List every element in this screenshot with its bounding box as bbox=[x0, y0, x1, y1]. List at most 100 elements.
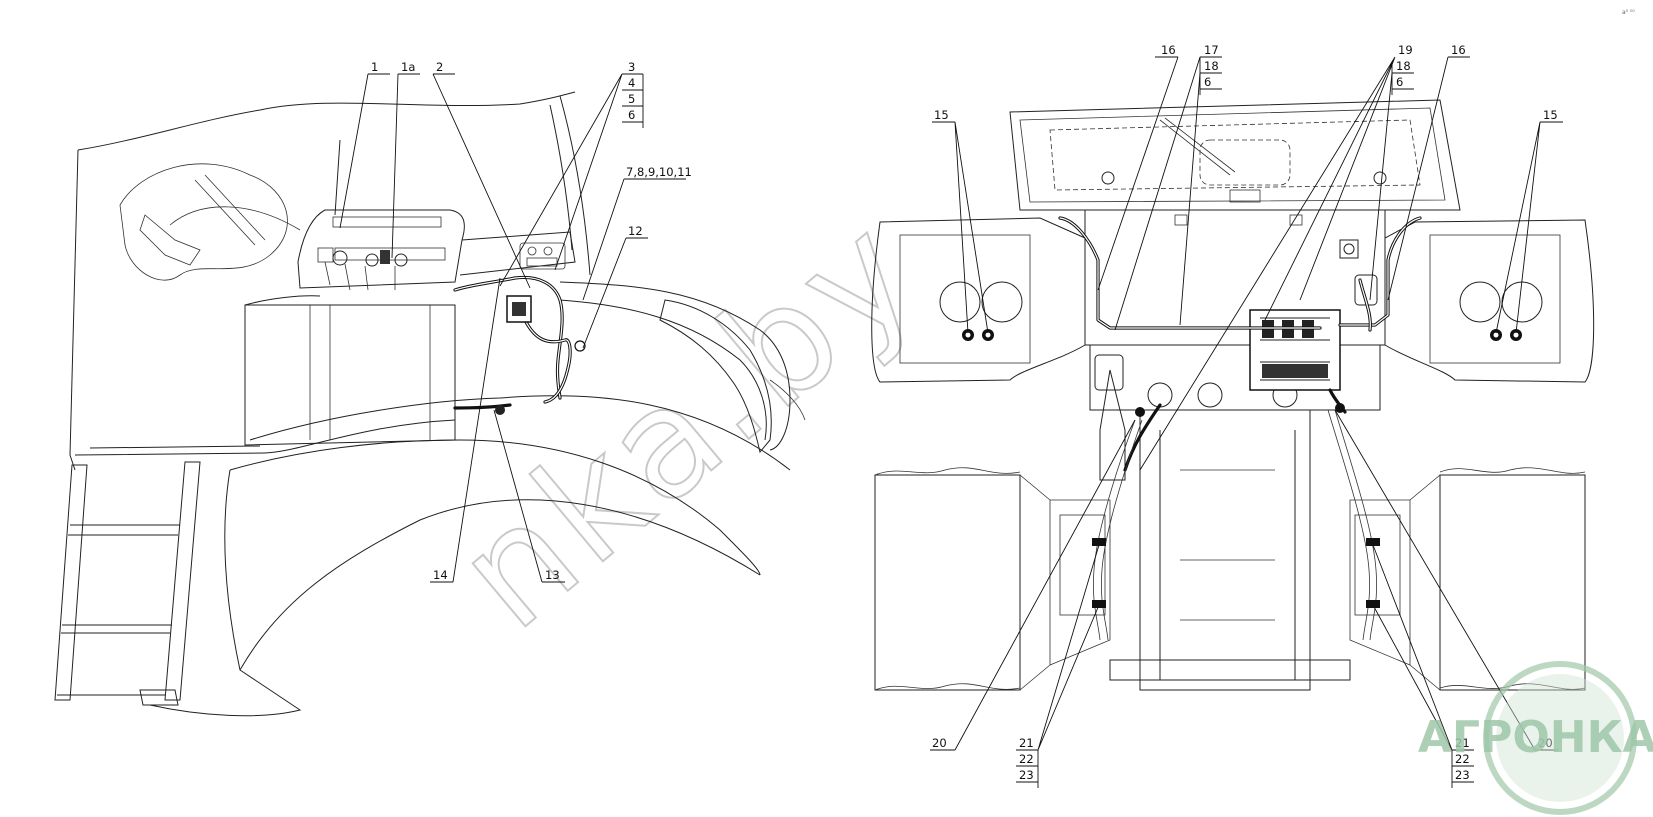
box-top-edge bbox=[244, 295, 321, 306]
rear-hitch-plate bbox=[1229, 189, 1261, 203]
control-console bbox=[297, 209, 465, 289]
console-gauge-1 bbox=[332, 250, 348, 266]
leader-17 bbox=[1114, 56, 1201, 331]
watermark-text: nka.by bbox=[426, 183, 951, 663]
fitting-right bbox=[1335, 403, 1345, 413]
steering-column bbox=[139, 214, 201, 266]
leader-stack-17-18-6 bbox=[1199, 56, 1222, 95]
cab-rear-pillar bbox=[69, 149, 79, 471]
callout-22-left: 22 bbox=[1019, 752, 1034, 766]
callout-18-right: 18 bbox=[1396, 59, 1411, 73]
clamp-left-2 bbox=[1092, 600, 1106, 608]
hose-clamp bbox=[495, 405, 505, 415]
bracket-fitting bbox=[574, 340, 586, 352]
console-gauge-3 bbox=[394, 253, 408, 267]
console-levers bbox=[324, 261, 396, 291]
lift-cylinder-left bbox=[1099, 369, 1126, 481]
valve-core bbox=[512, 302, 526, 316]
right-view-rear bbox=[871, 99, 1595, 691]
callout-16-left: 16 bbox=[1161, 43, 1176, 57]
fender-lower bbox=[229, 439, 761, 576]
callout-22-right: 22 bbox=[1455, 752, 1470, 766]
leader-15-right bbox=[1495, 121, 1563, 334]
hood-panel bbox=[659, 299, 772, 454]
clamp-right-1 bbox=[1366, 538, 1380, 546]
axle-boss-mid bbox=[1197, 382, 1223, 408]
rear-lamp-left bbox=[1101, 171, 1115, 185]
left-rear-fender bbox=[871, 217, 1086, 383]
logo-text: АГРОНКА bbox=[1418, 712, 1653, 763]
hood-front-grille bbox=[769, 379, 806, 421]
watermark: nka.by bbox=[425, 182, 952, 664]
leader-19 bbox=[1139, 56, 1396, 471]
cab-door-pillar bbox=[334, 139, 341, 216]
callout-6: 6 bbox=[628, 108, 635, 122]
callout-23-left: 23 bbox=[1019, 768, 1034, 782]
side-panel-gauge-b bbox=[543, 246, 553, 256]
leader-15-left bbox=[932, 121, 989, 334]
left-view-cab-side bbox=[54, 91, 806, 717]
side-panel-gauge-a bbox=[527, 246, 537, 256]
side-instrument-panel bbox=[459, 231, 576, 276]
leader-3 bbox=[499, 73, 623, 287]
steering-wheel bbox=[169, 174, 301, 246]
console-panel-top bbox=[332, 216, 442, 228]
leader-21-left bbox=[1037, 544, 1100, 751]
floor-edge bbox=[89, 445, 261, 449]
callout-15-left: 15 bbox=[934, 108, 949, 122]
leader-7-11 bbox=[582, 178, 686, 301]
seat-base-box bbox=[244, 304, 456, 446]
right-callouts: 15 15 16 17 18 6 19 18 6 16 20 21 22 23 bbox=[930, 43, 1563, 788]
leader-stack-21-23-left bbox=[1016, 749, 1039, 788]
drawbar-cross-members bbox=[1180, 469, 1275, 621]
cab-front-pillar bbox=[559, 95, 591, 276]
corner-mark: a⁰ ⁰⁰ bbox=[1622, 9, 1635, 16]
hose-lower bbox=[453, 403, 512, 410]
lift-arm-pivot-left bbox=[1094, 354, 1124, 391]
leader-14 bbox=[430, 277, 501, 583]
callout-14: 14 bbox=[433, 568, 448, 582]
fender-upper bbox=[249, 395, 791, 471]
leader-stack-18-6-right bbox=[1391, 62, 1414, 95]
leader-18-right bbox=[1369, 72, 1393, 301]
callout-21-left: 21 bbox=[1019, 736, 1034, 750]
hood-upper bbox=[559, 281, 791, 451]
valve-sections bbox=[1260, 317, 1330, 381]
fender-rear-edge bbox=[224, 469, 241, 671]
filter-housing bbox=[1339, 239, 1359, 259]
callout-18-left: 18 bbox=[1204, 59, 1219, 73]
console-gauge-2 bbox=[365, 253, 379, 267]
drawbar-inner bbox=[1159, 430, 1296, 681]
logo-disc bbox=[1496, 674, 1624, 802]
leader-16-right bbox=[1387, 56, 1470, 301]
leader-1 bbox=[339, 73, 390, 229]
callout-12: 12 bbox=[628, 224, 643, 238]
cab-front-pillar-inner bbox=[549, 104, 573, 251]
leader-20-left bbox=[930, 419, 1136, 751]
side-panel-box bbox=[519, 242, 566, 270]
side-panel-display bbox=[526, 257, 558, 267]
rear-window-seal bbox=[1049, 119, 1421, 191]
callout-1: 1 bbox=[371, 60, 378, 74]
right-fender-opening-1 bbox=[1459, 281, 1501, 323]
leader-21-right bbox=[1372, 544, 1453, 751]
leader-2 bbox=[432, 73, 531, 289]
leader-13 bbox=[493, 409, 565, 583]
leader-1a bbox=[391, 73, 420, 259]
callout-2: 2 bbox=[436, 60, 443, 74]
rear-lamp-right bbox=[1373, 171, 1387, 185]
drain-line-right bbox=[1334, 409, 1377, 641]
ladder-rail-left bbox=[54, 464, 88, 701]
rear-window-inner bbox=[1199, 139, 1291, 186]
hitch-bar bbox=[1109, 659, 1351, 681]
box-panel-lines bbox=[309, 305, 431, 440]
right-rear-fender bbox=[1384, 219, 1595, 383]
callout-1a: 1а bbox=[401, 60, 415, 74]
fender-bottom bbox=[149, 669, 302, 717]
ladder-rail-right bbox=[164, 461, 201, 701]
callout-7-11: 7,8,9,10,11 bbox=[626, 165, 692, 179]
console-knob bbox=[317, 247, 334, 263]
callout-19: 19 bbox=[1398, 43, 1413, 57]
